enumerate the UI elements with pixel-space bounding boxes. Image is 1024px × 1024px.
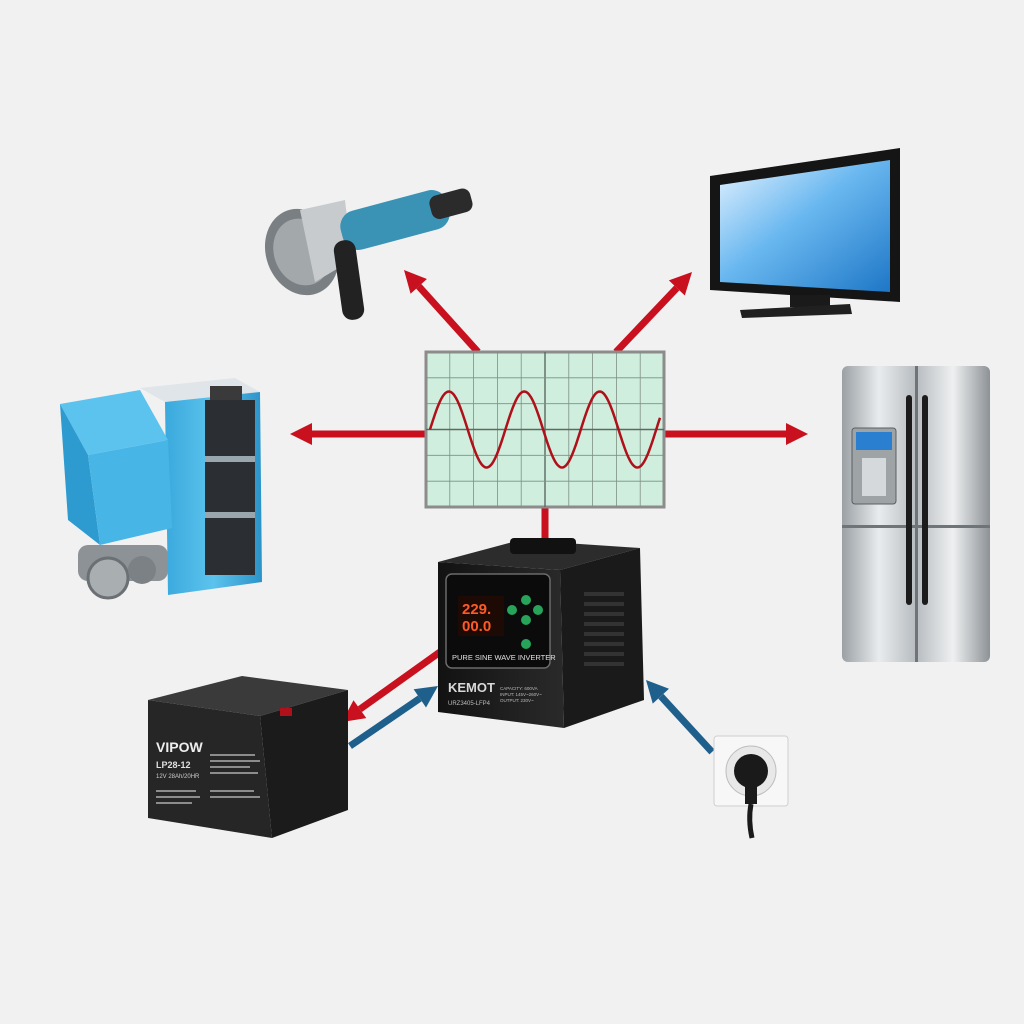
inverter-panel-title: PURE SINE WAVE INVERTER xyxy=(452,653,556,662)
arrow-battery-to-inverter xyxy=(348,686,438,749)
arrow-to-boiler xyxy=(290,423,426,445)
battery-rating: 12V 28Ah/20HR xyxy=(156,774,200,780)
flow-arrows xyxy=(290,270,808,755)
refrigerator-icon xyxy=(842,366,990,662)
inverter-display-bottom: 00.0 xyxy=(462,618,491,635)
inverter-spec-input: INPUT: 145V~260V~ xyxy=(500,692,542,697)
battery-model: LP28-12 xyxy=(156,760,191,770)
inverter-spec-output: OUTPUT: 230V~ xyxy=(500,698,534,703)
wall-socket-plug-icon xyxy=(713,735,789,839)
inverter-model: URZ3405-LFP4 xyxy=(448,701,491,707)
arrow-to-refrigerator xyxy=(664,423,808,445)
battery-brand: VIPOW xyxy=(156,739,203,755)
flat-screen-tv-icon xyxy=(710,148,900,318)
inverter-spec-capacity: CAPACITY: 600VA xyxy=(500,686,538,691)
inverter-display-top: 229. xyxy=(462,601,491,618)
inverter-brand: KEMOT xyxy=(448,680,495,695)
angle-grinder-icon xyxy=(264,188,473,320)
pellet-boiler-icon xyxy=(60,378,262,600)
battery-icon: VIPOW LP28-12 12V 28Ah/20HR xyxy=(148,676,348,838)
oscilloscope-grid xyxy=(426,352,664,507)
arrow-socket-to-inverter xyxy=(646,680,715,755)
arrow-inverter-to-battery xyxy=(342,649,443,722)
arrow-to-grinder xyxy=(404,270,481,355)
arrow-to-tv xyxy=(613,272,692,355)
sine-wave xyxy=(428,390,662,469)
inverter-unit-icon: 229. 00.0 PURE SINE WAVE INVERTER KEMOT … xyxy=(438,538,644,728)
oscilloscope-sine-wave-icon xyxy=(424,350,666,509)
